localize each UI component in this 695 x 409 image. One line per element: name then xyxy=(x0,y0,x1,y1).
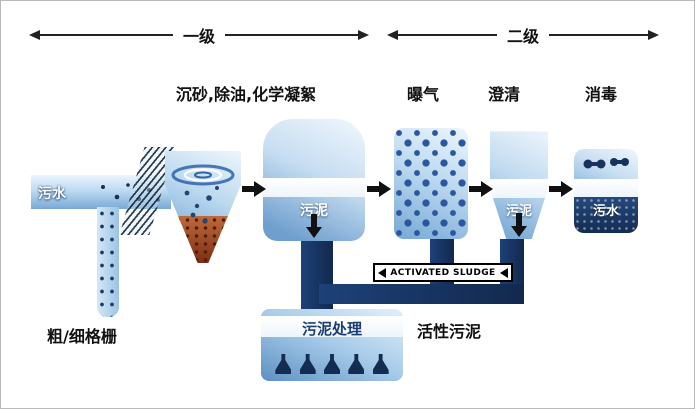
screenings-drop-pipe xyxy=(97,207,119,317)
arrowhead-right-icon xyxy=(358,30,370,40)
arrowhead-left-icon xyxy=(387,30,398,40)
pipe-band xyxy=(574,179,638,197)
flask-icon xyxy=(348,354,365,374)
sludge-down-arrow-icon xyxy=(511,213,527,239)
pretreatment-label: 沉砂,除油,化学凝絮 xyxy=(175,85,317,104)
effluent-zone: 污水 xyxy=(574,197,638,233)
arrow-line xyxy=(398,34,497,36)
screens-label: 粗/细格栅 xyxy=(47,327,117,346)
label-band xyxy=(261,316,403,337)
pipe-band xyxy=(490,179,548,198)
arrow-line xyxy=(549,34,649,36)
grit-chamber-tank xyxy=(165,151,241,263)
flow-arrow-icon xyxy=(242,181,266,197)
secondary-stage-label: 二级 xyxy=(507,27,540,46)
clarification-label: 澄清 xyxy=(487,85,520,104)
flask-icon xyxy=(299,354,316,374)
aeration-tank xyxy=(394,128,468,239)
arrowhead-right-icon xyxy=(648,30,660,40)
primary-stage-label: 一级 xyxy=(183,27,216,46)
pipe-band xyxy=(263,178,365,197)
vortex-icon xyxy=(171,164,235,224)
flow-arrow-icon xyxy=(549,181,573,197)
influent-label: 污水 xyxy=(38,186,66,202)
sludge-treatment-tank: 污泥处理 xyxy=(261,309,403,381)
molecule-area xyxy=(574,149,638,179)
secondary-stage-span-arrow: 二级 xyxy=(387,25,660,46)
activated-sludge-cn-label: 活性污泥 xyxy=(417,322,482,341)
flow-arrow-icon xyxy=(469,181,493,197)
flask-icon xyxy=(275,354,292,374)
return-flow-arrow-icon xyxy=(500,267,508,278)
flow-arrow-icon xyxy=(367,181,391,197)
return-flow-arrow-icon xyxy=(378,267,386,278)
sludge-treatment-label: 污泥处理 xyxy=(301,320,362,338)
effluent-label: 污水 xyxy=(592,204,619,219)
secondary-sludge-label: 污泥 xyxy=(505,204,532,219)
sludge-down-arrow-icon xyxy=(306,214,322,240)
aeration-label: 曝气 xyxy=(406,85,439,104)
arrow-line xyxy=(40,34,173,36)
activated-sludge-box: ACTIVATED SLUDGE xyxy=(373,263,513,282)
flask-icon xyxy=(372,354,389,374)
disinfection-tank: 污水 xyxy=(574,149,638,233)
primary-sludge-label: 污泥 xyxy=(300,203,328,219)
arrowhead-left-icon xyxy=(29,30,40,40)
disinfection-label: 消毒 xyxy=(584,85,617,104)
arrow-line xyxy=(225,34,359,36)
return-sludge-pipe xyxy=(319,284,524,304)
flask-icon xyxy=(323,354,340,374)
primary-stage-span-arrow: 一级 xyxy=(29,25,370,46)
activated-sludge-en-label: ACTIVATED SLUDGE xyxy=(390,267,496,278)
molecule-icon xyxy=(583,158,629,169)
flask-row xyxy=(267,354,397,374)
